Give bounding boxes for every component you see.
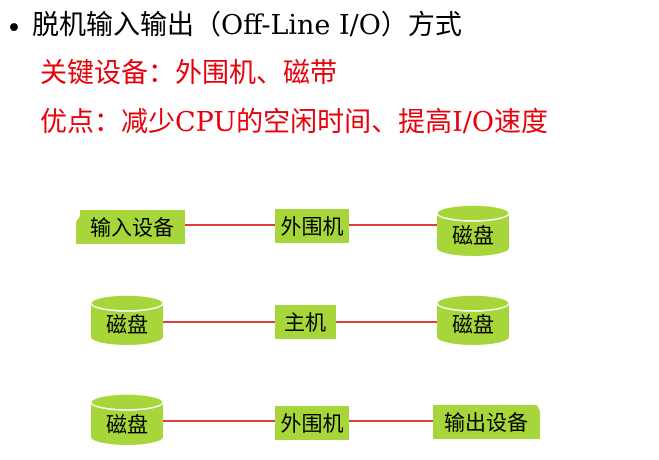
output-device-node: 输出设备 — [433, 405, 540, 439]
advantage-text: 优点：减少CPU的空闲时间、提高I/O速度 — [40, 107, 549, 138]
svg-text:输入设备: 输入设备 — [90, 216, 174, 240]
disk-node: 磁盘 — [436, 204, 510, 256]
svg-text:外围机: 外围机 — [281, 215, 344, 239]
svg-text:磁盘: 磁盘 — [106, 413, 148, 437]
peripheral-machine-node: 外围机 — [275, 406, 349, 440]
svg-text:外围机: 外围机 — [281, 412, 344, 436]
key-devices-text: 关键设备：外围机、磁带 — [40, 58, 337, 89]
svg-text:磁盘: 磁盘 — [452, 313, 494, 337]
disk-node: 磁盘 — [90, 393, 164, 445]
bullet: • — [6, 13, 22, 44]
peripheral-machine-node: 外围机 — [275, 209, 349, 243]
slide-title: 脱机输入输出（Off-Line I/O）方式 — [32, 10, 462, 41]
svg-text:磁盘: 磁盘 — [452, 224, 494, 248]
svg-text:输出设备: 输出设备 — [444, 411, 528, 435]
input-device-node: 输入设备 — [76, 210, 185, 244]
disk-node: 磁盘 — [436, 294, 510, 345]
host-machine-node: 主机 — [275, 305, 336, 339]
svg-text:磁盘: 磁盘 — [106, 313, 148, 337]
svg-text:主机: 主机 — [284, 311, 326, 335]
disk-node: 磁盘 — [90, 294, 164, 345]
